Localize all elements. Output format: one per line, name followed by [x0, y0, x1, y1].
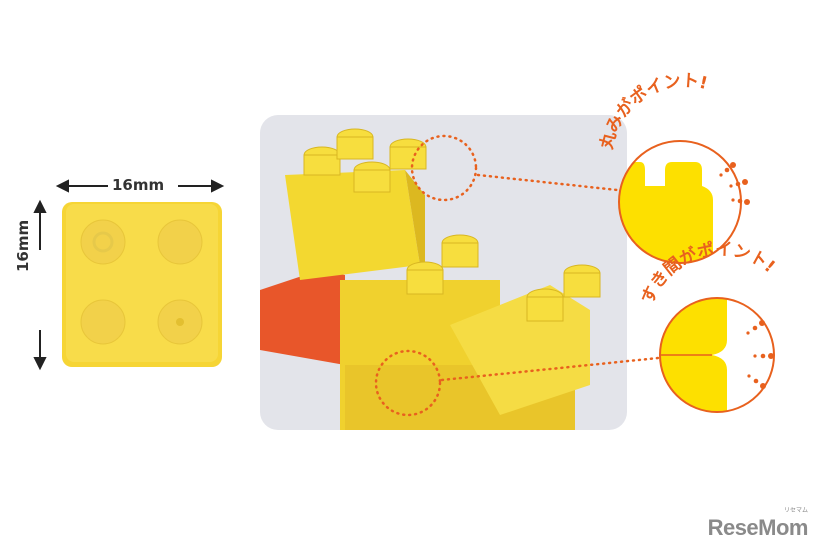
brick-top-view [33, 179, 225, 371]
callout-label-rounded: 丸みがポイント! [596, 71, 710, 152]
zoom-circle-gap [659, 297, 775, 413]
height-arrow [33, 199, 47, 371]
focus-ring-top [374, 134, 660, 417]
logo-text: ReseMom [707, 515, 809, 540]
callout-label-rounded-text: 丸みがポイント! [596, 71, 710, 152]
width-arrow [55, 179, 225, 193]
resemom-logo: ReseMom リセマム [707, 508, 809, 540]
logo-ruby: リセマム [783, 508, 808, 514]
width-label: 16mm [112, 176, 165, 194]
blocks-photo [260, 115, 627, 430]
